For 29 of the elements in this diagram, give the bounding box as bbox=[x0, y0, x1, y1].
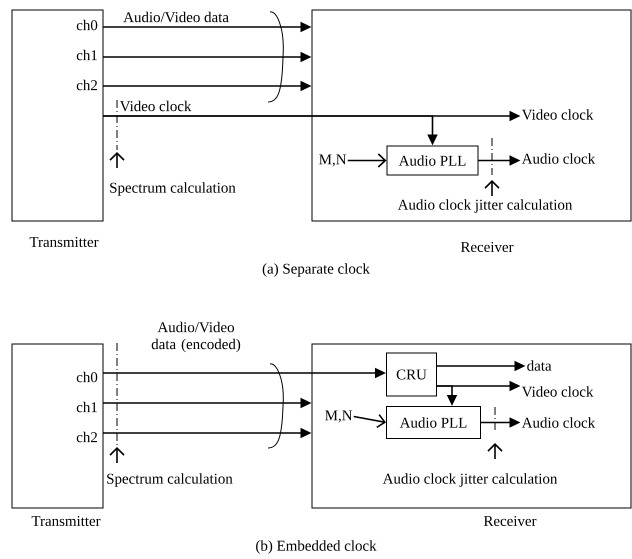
node-label: Receiver bbox=[484, 516, 536, 526]
signal-label: Video clock bbox=[522, 109, 594, 120]
node-label: Receiver bbox=[460, 242, 514, 252]
arrow bbox=[354, 414, 386, 428]
signal-label: data bbox=[527, 360, 552, 371]
arrow bbox=[348, 153, 386, 168]
signal-label: Audio clock bbox=[522, 153, 596, 164]
text-label: Audio clock jitter calculation bbox=[398, 199, 572, 213]
process-box: Audio PLL bbox=[386, 146, 478, 176]
signal-label: M,N bbox=[319, 154, 346, 167]
text-label: (a) Separate clock bbox=[262, 263, 370, 277]
text-label: ch2 bbox=[76, 432, 97, 442]
text-label: Audio/Video data (encoded) bbox=[152, 322, 240, 352]
text-label: Audio/Video data bbox=[123, 12, 229, 22]
process-box: CRU bbox=[386, 352, 437, 396]
text-label: ch0 bbox=[76, 372, 98, 382]
node-label: Transmitter bbox=[30, 236, 98, 248]
text-label: ch1 bbox=[76, 402, 97, 412]
process-box: Audio PLL bbox=[386, 406, 481, 439]
signal-label: Audio clock bbox=[522, 417, 596, 428]
node-label: Transmitter bbox=[32, 516, 100, 526]
signal-label: M,N bbox=[325, 410, 352, 423]
text-label: Audio clock jitter calculation bbox=[382, 473, 558, 487]
text-label: ch1 bbox=[76, 50, 97, 60]
signal-label: Video clock bbox=[522, 386, 594, 397]
text-label: (b) Embedded clock bbox=[256, 540, 377, 554]
edge-label: Video clock bbox=[119, 100, 192, 112]
text-label: ch0 bbox=[76, 20, 98, 30]
text-label: ch2 bbox=[76, 80, 97, 90]
